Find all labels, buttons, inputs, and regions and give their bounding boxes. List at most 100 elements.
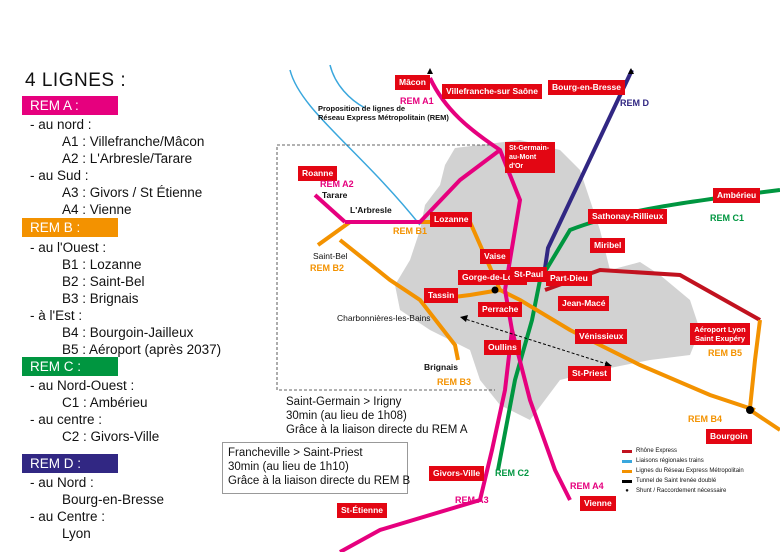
legend-regionales: Liaisons régionales trains bbox=[636, 458, 704, 464]
station-aeroport: Aéroport Lyon Saint Exupéry bbox=[690, 323, 750, 345]
note-rem-a: Saint-Germain > Irigny 30min (au lieu de… bbox=[286, 395, 468, 437]
rem-a3-text: A3 : Givors / St Étienne bbox=[62, 185, 203, 200]
rem-c-nw-label: - au Nord-Ouest : bbox=[30, 378, 135, 393]
rem-a-south-label: - au Sud : bbox=[30, 168, 89, 183]
label-rem-b2: REM B2 bbox=[310, 263, 345, 273]
station-villefranche: Villefranche-sur Saône bbox=[442, 84, 542, 99]
arrow-bourg bbox=[628, 68, 634, 74]
rem-b4-line bbox=[748, 408, 780, 432]
place-arbresle: L'Arbresle bbox=[350, 205, 392, 215]
rem-d-line bbox=[543, 69, 634, 269]
rem-a-west-line bbox=[345, 148, 502, 224]
label-rem-a3: REM A3 bbox=[455, 495, 489, 505]
station-tassin: Tassin bbox=[424, 288, 459, 303]
rem-b-badge: REM B : bbox=[22, 218, 118, 237]
map-heading-line2: Réseau Express Métropolitain (REM) bbox=[318, 113, 449, 122]
station-st-paul: St-Paul bbox=[510, 267, 548, 282]
note-rem-b-box bbox=[222, 442, 408, 494]
station-bourg-en-bresse: Bourg-en-Bresse bbox=[548, 80, 625, 95]
rem-d-lyon-text: Lyon bbox=[62, 526, 91, 541]
label-rem-d: REM D bbox=[620, 98, 649, 108]
rem-d-north-label: - au Nord : bbox=[30, 475, 94, 490]
rem-c-center-label: - au centre : bbox=[30, 412, 103, 427]
place-brignais: Brignais bbox=[424, 362, 459, 372]
rem-b3-text: B3 : Brignais bbox=[62, 291, 139, 306]
rem-d-bourg-text: Bourg-en-Bresse bbox=[62, 492, 165, 507]
station-oullins: Oullins bbox=[484, 340, 521, 355]
arrow-macon bbox=[427, 68, 433, 74]
lines-panel: 4 LIGNES : REM A : - au nord : A1 : Vill… bbox=[0, 0, 262, 552]
regional-line-nw bbox=[329, 64, 366, 109]
rem-a-south-line bbox=[339, 289, 515, 552]
station-vienne: Vienne bbox=[580, 496, 616, 511]
label-rem-a4: REM A4 bbox=[570, 481, 604, 491]
station-st-etienne: St-Étienne bbox=[337, 503, 388, 518]
rem-c-badge: REM C : bbox=[22, 357, 118, 376]
map-heading-line1: Proposition de lignes de bbox=[318, 104, 406, 113]
rem-c2-line bbox=[496, 279, 542, 471]
station-sathonay: Sathonay-Rillieux bbox=[588, 209, 668, 224]
legend-swatch-reseau bbox=[622, 469, 632, 473]
station-perrache: Perrache bbox=[478, 302, 523, 317]
station-part-dieu: Part-Dieu bbox=[546, 271, 592, 286]
label-rem-b1: REM B1 bbox=[393, 226, 428, 236]
station-venissieux: Vénissieux bbox=[575, 329, 628, 344]
liaison-arrow-b bbox=[461, 317, 611, 366]
shunt-dot-bourgoin bbox=[746, 406, 754, 414]
rem-b2-text: B2 : Saint-Bel bbox=[62, 274, 145, 289]
station-bourgoin: Bourgoin bbox=[706, 429, 752, 444]
label-rem-b3: REM B3 bbox=[437, 377, 472, 387]
rem-b1-text: B1 : Lozanne bbox=[62, 257, 142, 272]
legend-reseau: Lignes du Réseau Express Métropolitain bbox=[636, 468, 744, 474]
legend-rhone-express: Rhône Express bbox=[636, 448, 678, 454]
legend-swatch-rhone bbox=[622, 449, 632, 453]
rem-a4-line bbox=[510, 329, 572, 501]
liaison-dashed-frame bbox=[276, 144, 495, 391]
legend-swatch-regional bbox=[622, 459, 632, 463]
rem-c1-text: C1 : Ambérieu bbox=[62, 395, 148, 410]
note-rem-a-line1: Saint-Germain > Irigny bbox=[286, 396, 402, 408]
rem-a4-text: A4 : Vienne bbox=[62, 202, 132, 217]
rem-b3-line bbox=[338, 238, 460, 361]
station-vaise: Vaise bbox=[480, 249, 510, 264]
note-rem-b: Francheville > Saint-Priest 30min (au li… bbox=[228, 446, 410, 488]
label-rem-a1: REM A1 bbox=[400, 96, 434, 106]
note-rem-a-line3: Grâce à la liaison directe du REM A bbox=[286, 424, 468, 436]
label-rem-c2: REM C2 bbox=[495, 468, 530, 478]
place-tarare: Tarare bbox=[322, 190, 348, 200]
rem-b5-line bbox=[748, 319, 762, 409]
legend-dot-icon: ● bbox=[625, 488, 629, 494]
rem-a2-text: A2 : L'Arbresle/Tarare bbox=[62, 151, 193, 166]
legend-shunt: Shunt / Raccordement nécessaire bbox=[636, 488, 727, 494]
place-saint-bel: Saint-Bel bbox=[313, 251, 348, 261]
label-rem-c1: REM C1 bbox=[710, 213, 745, 223]
note-rem-a-line2: 30min (au lieu de 1h08) bbox=[286, 410, 407, 422]
station-macon: Mâcon bbox=[395, 75, 430, 90]
station-st-germain: St-Germain-au-Mont d'Or bbox=[505, 142, 555, 173]
note-rem-b-line1: Francheville > Saint-Priest bbox=[228, 447, 363, 459]
rem-b4-text: B4 : Bourgoin-Jailleux bbox=[62, 325, 194, 340]
rem-a1-text: A1 : Villefranche/Mâcon bbox=[62, 134, 205, 149]
panel-title: 4 LIGNES : bbox=[25, 70, 127, 91]
station-jean-mace: Jean-Macé bbox=[558, 296, 610, 311]
shunt-dot-gorge bbox=[491, 286, 499, 294]
note-rem-b-line2: 30min (au lieu de 1h10) bbox=[228, 461, 349, 473]
rem-a-badge: REM A : bbox=[22, 96, 118, 115]
legend-tunnel: Tunnel de Saint Irenée doublé bbox=[636, 478, 717, 484]
rem-b2-line bbox=[316, 220, 352, 247]
station-givors-ville: Givors-Ville bbox=[429, 466, 485, 481]
station-miribel: Miribel bbox=[590, 238, 626, 253]
station-lozanne: Lozanne bbox=[430, 212, 473, 227]
rem-b-west-label: - au l'Ouest : bbox=[30, 240, 107, 255]
note-rem-b-line3: Grâce à la liaison directe du REM B bbox=[228, 475, 411, 487]
rem-d-center-label: - au Centre : bbox=[30, 509, 106, 524]
arrow-head-west bbox=[460, 315, 468, 322]
station-amberieu: Ambérieu bbox=[713, 188, 761, 203]
station-st-priest: St-Priest bbox=[568, 366, 611, 381]
regional-line-north bbox=[289, 69, 421, 226]
station-roanne: Roanne bbox=[298, 166, 338, 181]
rem-d-badge: REM D : bbox=[22, 454, 118, 473]
rem-b-trunk bbox=[429, 287, 756, 412]
label-rem-a2: REM A2 bbox=[320, 179, 354, 189]
rem-b-east-label: - à l'Est : bbox=[30, 308, 83, 323]
